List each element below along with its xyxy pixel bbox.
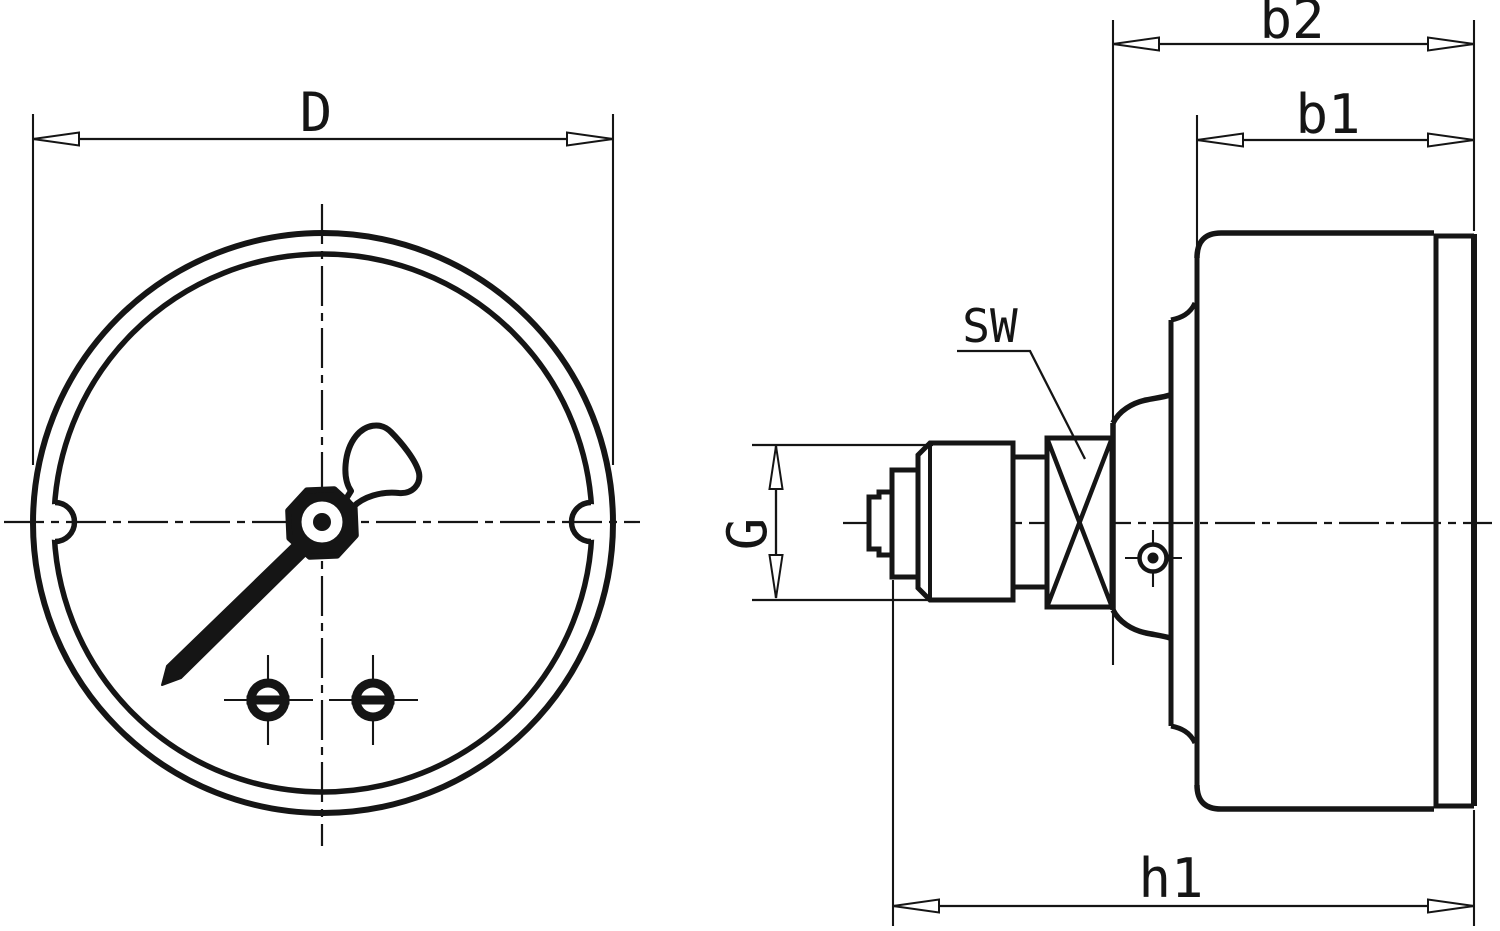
arrowhead-right <box>566 131 614 147</box>
mounting-hole-right <box>329 655 418 745</box>
case-bottom-edge <box>1194 784 1434 812</box>
gauge-case <box>1168 230 1477 812</box>
arrowhead-up <box>768 445 784 490</box>
dimension-b2: b2 <box>1112 0 1476 231</box>
wing-nut-tab <box>342 422 423 510</box>
case-flange-step-top <box>1170 301 1198 323</box>
thread-block <box>915 440 1016 603</box>
arrowhead-left <box>892 898 940 914</box>
dimension-SW: SW <box>957 299 1087 460</box>
dimension-D-extension-lines <box>31 114 615 465</box>
case-back-boss <box>1110 392 1171 641</box>
dimension-D: D <box>31 81 615 465</box>
arrowhead-left <box>1112 36 1160 52</box>
dimension-G-label: G <box>716 518 779 551</box>
dimension-h1-label: h1 <box>1138 847 1203 910</box>
dimension-D-label: D <box>300 81 333 144</box>
dimension-G-extension-lines <box>752 443 937 602</box>
case-flange-step-bottom <box>1170 723 1198 745</box>
pointer-needle <box>161 539 310 686</box>
side-view: SW G b2 b1 <box>716 0 1492 926</box>
arrowhead-down <box>768 554 784 599</box>
arrowhead-right <box>1427 36 1475 52</box>
dimension-b2-label: b2 <box>1259 0 1324 51</box>
stem-tip <box>866 489 892 558</box>
front-view: D <box>4 81 640 846</box>
stem-neck <box>1013 454 1047 590</box>
arrowhead-right <box>1427 132 1475 148</box>
dimension-G: G <box>716 443 937 602</box>
dimension-b1-label: b1 <box>1295 83 1360 146</box>
dimension-SW-label: SW <box>962 299 1018 353</box>
back-screw <box>1125 530 1182 587</box>
hub-axle-dot <box>313 513 331 531</box>
arrowhead-left <box>32 131 80 147</box>
case-top-edge <box>1194 230 1434 259</box>
dimension-h1: h1 <box>891 580 1476 926</box>
arrowhead-left <box>1196 132 1244 148</box>
arrowhead-right <box>1427 898 1475 914</box>
dimension-b1: b1 <box>1195 83 1475 255</box>
stem-collar <box>889 467 918 580</box>
hex-nut-cross-lines <box>1044 437 1115 608</box>
sw-leader-line <box>957 349 1087 460</box>
mounting-hole-left <box>224 655 313 745</box>
